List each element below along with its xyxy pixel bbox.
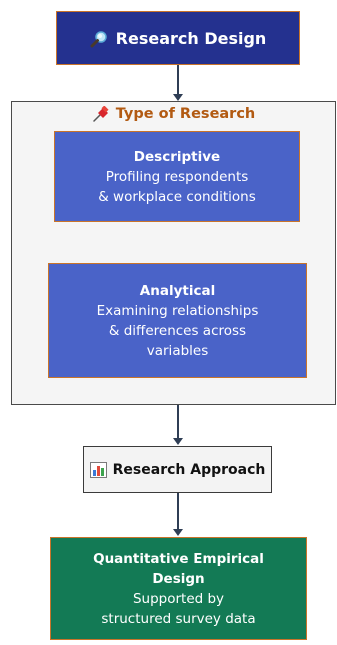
arrowhead-approach-to-quant	[173, 529, 183, 536]
analytical-title: Analytical	[139, 282, 216, 299]
quantitative-line-1: Supported by	[132, 590, 225, 607]
analytical-line-3: variables	[146, 342, 209, 359]
research-design-label: Research Design	[115, 28, 267, 48]
arrowhead-design-to-type	[173, 94, 183, 101]
analytical-line-2: & differences across	[108, 322, 247, 339]
descriptive-title: Descriptive	[133, 148, 221, 165]
type-of-research-label: Type of Research	[115, 106, 256, 122]
type-of-research-heading: Type of Research	[12, 106, 335, 122]
arrowhead-type-to-approach	[173, 438, 183, 445]
bar-chart-icon	[89, 461, 107, 478]
connector-approach-to-quant	[177, 493, 179, 530]
analytical-line-1: Examining relationships	[96, 302, 259, 319]
descriptive-line-2: & workplace conditions	[98, 188, 256, 205]
quantitative-line-2: structured survey data	[101, 610, 256, 627]
analytical-node: Analytical Examining relationships & dif…	[48, 263, 307, 378]
quantitative-empirical-design-node: Quantitative Empirical Design Supported …	[50, 537, 307, 640]
descriptive-line-1: Profiling respondents	[105, 168, 249, 185]
pushpin-icon	[92, 106, 110, 122]
quantitative-title-line-1: Quantitative Empirical	[93, 550, 264, 567]
quantitative-title-line-2: Design	[152, 570, 205, 587]
descriptive-node: Descriptive Profiling respondents & work…	[54, 131, 300, 222]
magnifier-icon	[90, 28, 108, 48]
research-approach-label: Research Approach	[112, 461, 266, 478]
connector-type-to-approach	[177, 405, 179, 439]
research-design-node: Research Design	[56, 11, 300, 65]
connector-design-to-type	[177, 65, 179, 95]
research-approach-node: Research Approach	[83, 446, 272, 493]
